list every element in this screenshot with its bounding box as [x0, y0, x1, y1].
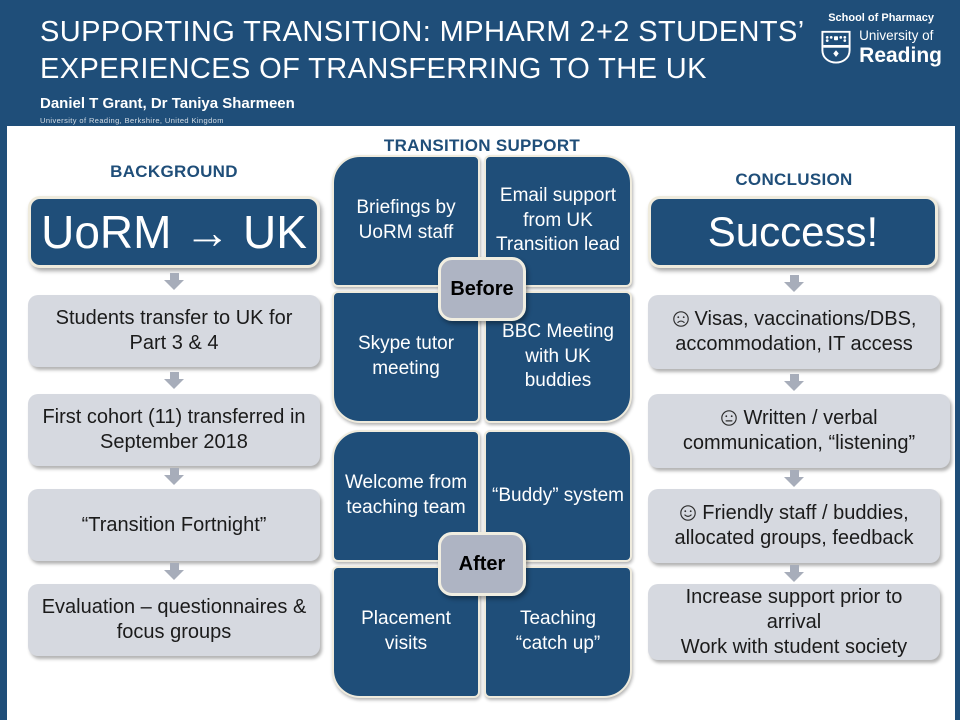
- header-band: SUPPORTING TRANSITION: MPHARM 2+2 STUDEN…: [0, 0, 960, 126]
- logo-university-of: University of: [859, 28, 934, 43]
- down-arrow-icon: [784, 565, 804, 582]
- background-step: First cohort (11) transferred in Septemb…: [28, 394, 320, 466]
- affiliation: University of Reading, Berkshire, United…: [40, 116, 224, 125]
- logo-reading: Reading: [859, 43, 942, 67]
- university-logo: School of Pharmacy University of Reading: [820, 12, 942, 66]
- down-arrow-icon: [164, 273, 184, 290]
- success-box: Success!: [648, 196, 938, 268]
- after-matrix: Welcome from teaching team “Buddy” syste…: [332, 430, 632, 698]
- authors: Daniel T Grant, Dr Taniya Sharmeen: [40, 95, 295, 112]
- uorm-to-uk-box: UoRM → UK: [28, 196, 320, 268]
- conclusion-step: Increase support prior to arrival Work w…: [648, 584, 940, 660]
- left-border-stripe: [0, 126, 7, 720]
- down-arrow-icon: [784, 275, 804, 292]
- down-arrow-icon: [784, 374, 804, 391]
- before-matrix: Briefings by UoRM staff Email support fr…: [332, 155, 632, 423]
- title-block: SUPPORTING TRANSITION: MPHARM 2+2 STUDEN…: [40, 14, 805, 125]
- matrix-cell: Briefings by UoRM staff: [332, 155, 480, 287]
- conclusion-step: Written / verbal communication, “listeni…: [648, 394, 950, 468]
- before-badge: Before: [438, 257, 526, 321]
- logo-school-label: School of Pharmacy: [828, 12, 934, 24]
- page-title-line1: SUPPORTING TRANSITION: MPHARM 2+2 STUDEN…: [40, 16, 805, 48]
- matrix-cell: “Buddy” system: [484, 430, 632, 562]
- background-step: “Transition Fortnight”: [28, 489, 320, 561]
- down-arrow-icon: [164, 563, 184, 580]
- down-arrow-icon: [784, 470, 804, 487]
- transition-support-heading: TRANSITION SUPPORT: [383, 136, 581, 155]
- neutral-face-icon: [721, 410, 738, 426]
- down-arrow-icon: [164, 372, 184, 389]
- background-heading: BACKGROUND: [110, 162, 238, 181]
- sad-face-icon: [672, 311, 689, 327]
- background-step: Evaluation – questionnaires & focus grou…: [28, 584, 320, 656]
- happy-face-icon: [680, 505, 697, 521]
- reading-shield-icon: [821, 31, 851, 64]
- conclusion-step: Visas, vaccinations/DBS, accommodation, …: [648, 295, 940, 369]
- page-title-line2: EXPERIENCES OF TRANSFERRING TO THE UK: [40, 53, 707, 85]
- down-arrow-icon: [164, 468, 184, 485]
- conclusion-step: Friendly staff / buddies, allocated grou…: [648, 489, 940, 563]
- background-step: Students transfer to UK for Part 3 & 4: [28, 295, 320, 367]
- right-border-stripe: [955, 126, 960, 720]
- matrix-cell: Skype tutor meeting: [332, 291, 480, 423]
- after-badge: After: [438, 532, 526, 596]
- conclusion-heading: CONCLUSION: [735, 170, 853, 189]
